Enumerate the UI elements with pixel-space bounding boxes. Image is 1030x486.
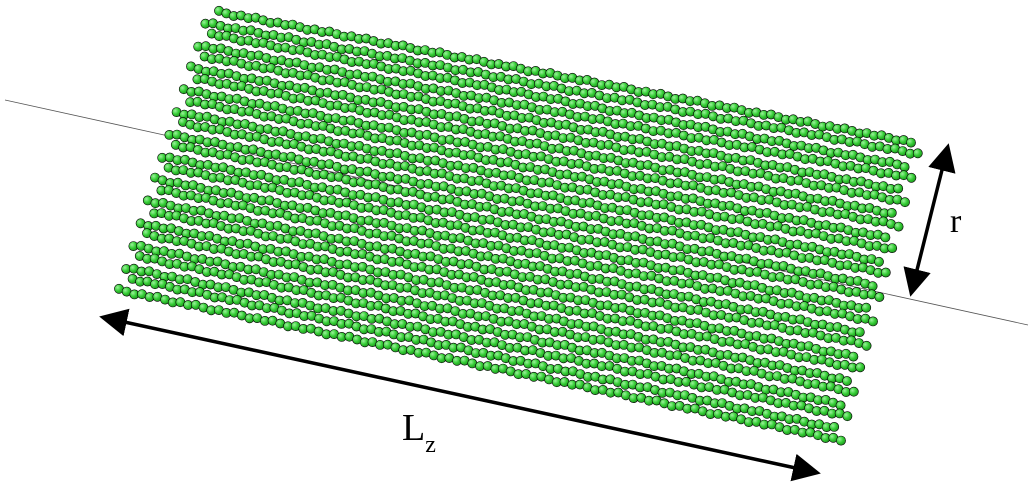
- lattice-sphere: [874, 292, 885, 302]
- lattice-sphere: [906, 172, 917, 183]
- lattice-sphere: [829, 421, 840, 432]
- lattice-sphere: [836, 435, 846, 446]
- lattice-sphere: [868, 316, 878, 327]
- lattice-sphere: [880, 232, 891, 243]
- lattice-sphere: [842, 411, 853, 422]
- lattice-sphere: [854, 327, 865, 337]
- sphere-lattice: [114, 5, 923, 446]
- lattice-sphere: [867, 281, 878, 292]
- lattice-sphere: [899, 162, 910, 172]
- lattice-sphere: [906, 137, 916, 148]
- lattice-sphere: [855, 362, 866, 373]
- lattice-sphere: [848, 386, 859, 397]
- length-label-subscript: z: [425, 432, 436, 458]
- lattice-sphere: [842, 376, 852, 386]
- lattice-sphere: [900, 197, 910, 208]
- length-arrow: [99, 308, 821, 482]
- lattice-sphere: [887, 243, 898, 253]
- radius-arrow: [903, 143, 956, 297]
- lattice-sphere: [912, 148, 923, 159]
- radius-label: r: [950, 203, 962, 240]
- lattice-sphere: [886, 207, 897, 218]
- length-label-main: L: [402, 407, 425, 449]
- length-label: Lz: [402, 407, 436, 458]
- lattice-sphere: [893, 221, 904, 232]
- lattice-sphere: [874, 256, 884, 267]
- lattice-sphere: [861, 340, 872, 351]
- lattice-sphere: [893, 183, 904, 194]
- lattice-sphere: [880, 267, 891, 278]
- lattice-sphere: [861, 302, 872, 313]
- lattice-sphere: [848, 351, 859, 362]
